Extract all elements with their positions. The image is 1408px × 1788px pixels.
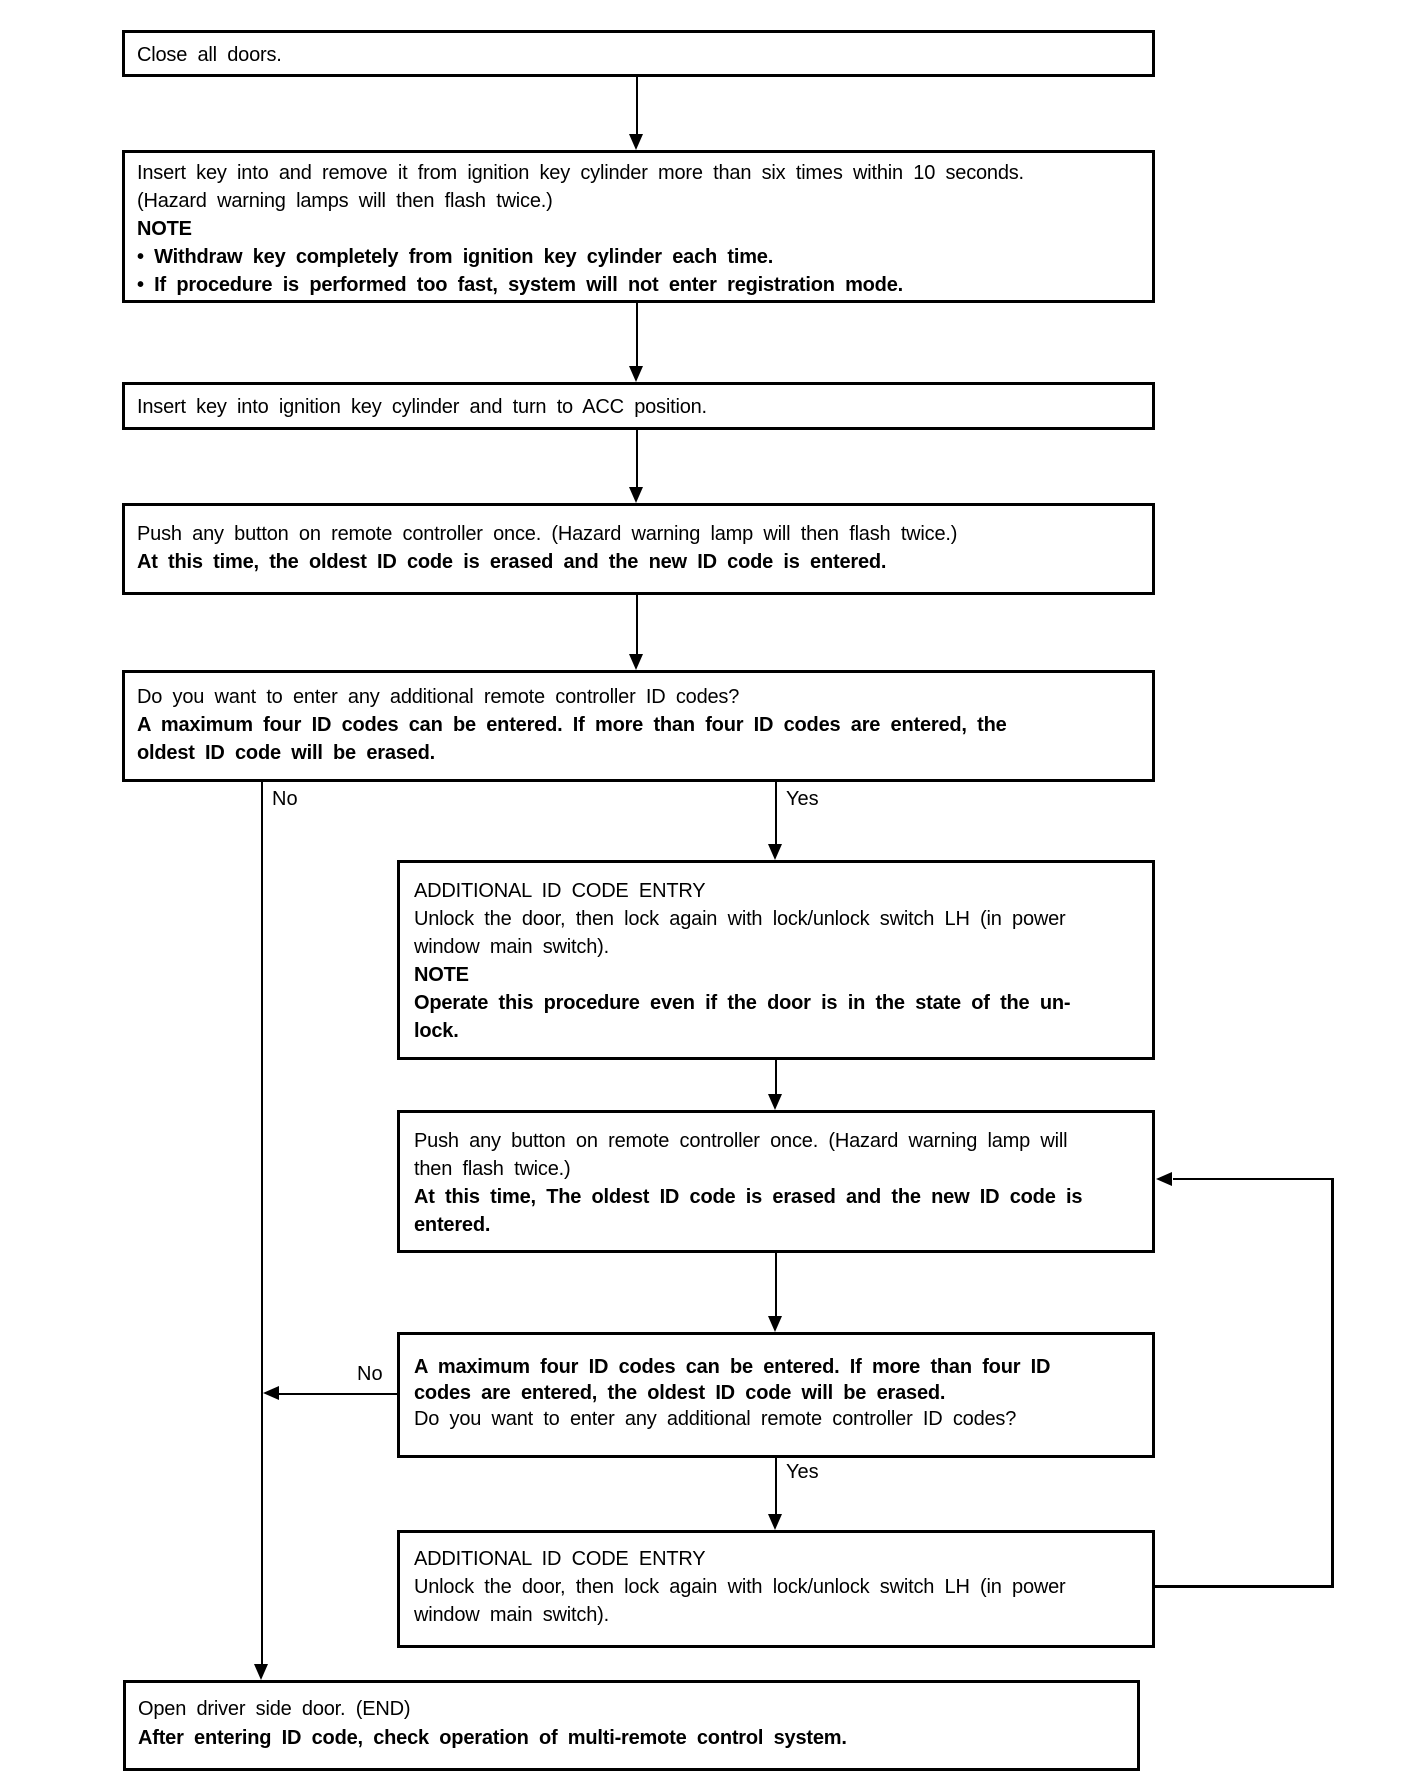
flow-box-max-codes-question: A maximum four ID codes can be entered. … — [397, 1332, 1155, 1458]
flow-text-line: • If procedure is performed too fast, sy… — [137, 274, 903, 296]
arrow-down-icon — [768, 1094, 782, 1110]
flow-text-line: codes are entered, the oldest ID code wi… — [414, 1382, 946, 1404]
flow-text-line: • Withdraw key completely from ignition … — [137, 246, 774, 268]
connector-box7-box8 — [775, 1253, 777, 1316]
arrow-left-icon — [263, 1386, 279, 1400]
flow-box-insert-remove-key: Insert key into and remove it from ignit… — [122, 150, 1155, 303]
arrow-down-icon — [629, 654, 643, 670]
connector-no-branch — [261, 782, 263, 1664]
connector-box1-box2 — [636, 77, 638, 134]
connector-yes-branch-2 — [775, 1458, 777, 1514]
flow-text-line: At this time, The oldest ID code is eras… — [414, 1186, 1083, 1208]
connector-box6-box7 — [775, 1060, 777, 1094]
flow-text-line: Do you want to enter any additional remo… — [414, 1408, 1017, 1430]
flow-text-line: Operate this procedure even if the door … — [414, 992, 1071, 1014]
flow-text-line: lock. — [414, 1020, 459, 1042]
connector-loop-vertical — [1331, 1178, 1334, 1588]
arrow-left-icon — [1156, 1172, 1172, 1186]
branch-label-no: No — [272, 788, 298, 810]
arrow-down-icon — [254, 1664, 268, 1680]
flow-box-turn-to-acc: Insert key into ignition key cylinder an… — [122, 382, 1155, 430]
flow-text-line: Unlock the door, then lock again with lo… — [414, 1576, 1066, 1598]
connector-box3-box4 — [636, 430, 638, 487]
flow-text-line: A maximum four ID codes can be entered. … — [137, 714, 1007, 736]
branch-label-yes: Yes — [786, 1461, 819, 1483]
flow-text-line: ADDITIONAL ID CODE ENTRY — [414, 880, 706, 902]
flow-box-push-button-loop: Push any button on remote controller onc… — [397, 1110, 1155, 1253]
connector-box2-box3 — [636, 303, 638, 366]
connector-yes-branch-1 — [775, 782, 777, 844]
flow-text-line: then flash twice.) — [414, 1158, 571, 1180]
branch-label-yes: Yes — [786, 788, 819, 810]
flow-text-line: ADDITIONAL ID CODE ENTRY — [414, 1548, 706, 1570]
arrow-down-icon — [629, 487, 643, 503]
flow-text-line: entered. — [414, 1214, 491, 1236]
flow-text-line: window main switch). — [414, 936, 609, 958]
connector-loop-top — [1173, 1178, 1334, 1180]
flow-text-line: Open driver side door. (END) — [138, 1698, 411, 1720]
flow-text-line: At this time, the oldest ID code is eras… — [137, 551, 887, 573]
connector-loop-bottom — [1155, 1585, 1334, 1588]
arrow-down-icon — [768, 844, 782, 860]
flow-text-line: Insert key into and remove it from ignit… — [137, 162, 1024, 184]
connector-box4-box5 — [636, 595, 638, 654]
arrow-down-icon — [768, 1514, 782, 1530]
flow-box-additional-id-entry-1: ADDITIONAL ID CODE ENTRY Unlock the door… — [397, 860, 1155, 1060]
flow-text-line: window main switch). — [414, 1604, 609, 1626]
flow-box-additional-id-entry-2: ADDITIONAL ID CODE ENTRY Unlock the door… — [397, 1530, 1155, 1648]
flow-text-line: After entering ID code, check operation … — [138, 1727, 847, 1749]
flow-text-line: Push any button on remote controller onc… — [137, 523, 958, 545]
connector-no-branch-2 — [279, 1393, 397, 1395]
branch-label-no: No — [357, 1363, 383, 1385]
flow-text-line: A maximum four ID codes can be entered. … — [414, 1356, 1051, 1378]
arrow-down-icon — [768, 1316, 782, 1332]
flow-text-line: NOTE — [137, 218, 192, 240]
flow-text-line: Do you want to enter any additional remo… — [137, 686, 740, 708]
flow-text-line: Close all doors. — [137, 44, 282, 66]
flow-text-line: (Hazard warning lamps will then flash tw… — [137, 190, 553, 212]
flow-text-line: oldest ID code will be erased. — [137, 742, 435, 764]
arrow-down-icon — [629, 366, 643, 382]
flow-text-line: Insert key into ignition key cylinder an… — [137, 396, 707, 418]
flow-text-line: Unlock the door, then lock again with lo… — [414, 908, 1066, 930]
flow-text-line: NOTE — [414, 964, 469, 986]
flow-box-additional-codes-question: Do you want to enter any additional remo… — [122, 670, 1155, 782]
flow-box-push-button-first: Push any button on remote controller onc… — [122, 503, 1155, 595]
flow-text-line: Push any button on remote controller onc… — [414, 1130, 1068, 1152]
flow-box-close-all-doors: Close all doors. — [122, 30, 1155, 77]
flow-box-open-door-end: Open driver side door. (END) After enter… — [123, 1680, 1140, 1771]
arrow-down-icon — [629, 134, 643, 150]
